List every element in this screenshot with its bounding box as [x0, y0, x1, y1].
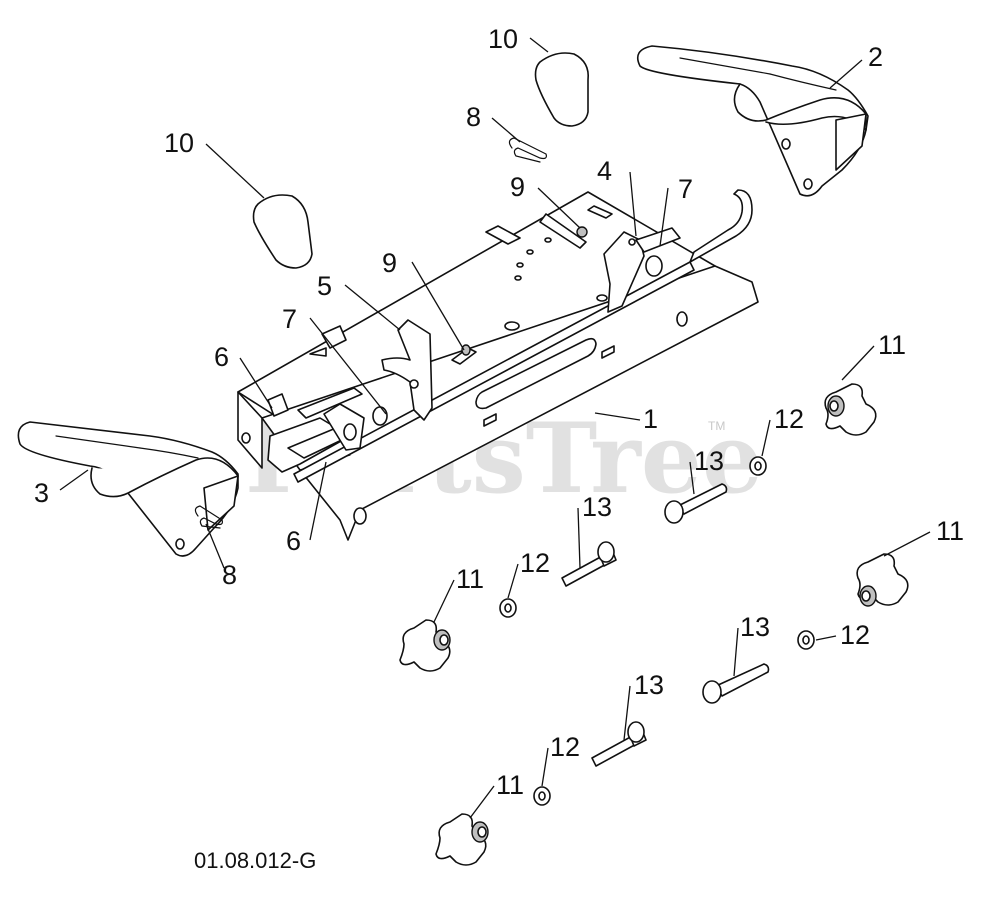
grip-knob-left — [252, 194, 313, 269]
left-handle — [17, 421, 239, 557]
callout-13-a: 13 — [694, 446, 724, 476]
callout-11-b: 11 — [936, 516, 964, 546]
control-rod — [293, 189, 753, 483]
callout-12-b: 12 — [520, 548, 550, 578]
callout-9-left: 9 — [382, 248, 397, 278]
main-frame — [237, 191, 759, 541]
star-knob-4 — [435, 813, 489, 866]
callout-12-d: 12 — [550, 732, 580, 762]
star-knob-2 — [856, 553, 909, 607]
callout-6-bottom: 6 — [286, 526, 301, 556]
callout-11-a: 11 — [878, 330, 906, 360]
callout-8-top: 8 — [466, 102, 481, 132]
callout-7-right: 7 — [678, 174, 693, 204]
callout-13-b: 13 — [582, 492, 612, 522]
grip-knob-upper — [534, 52, 590, 127]
carriage-bolt-4 — [591, 721, 647, 767]
callout-2: 2 — [868, 42, 883, 72]
diagram-id: 01.08.012-G — [194, 848, 316, 873]
hairpin-clip-left — [194, 505, 223, 529]
callout-6-top: 6 — [214, 342, 229, 372]
callout-12-c: 12 — [840, 620, 870, 650]
callout-8-left: 8 — [222, 560, 237, 590]
callout-11-d: 11 — [496, 770, 524, 800]
leader-lines — [59, 37, 931, 819]
callout-10-left: 10 — [164, 128, 194, 158]
washer-4 — [533, 786, 551, 806]
carriage-bolt-3 — [702, 663, 770, 704]
callout-13-c: 13 — [740, 612, 770, 642]
washer-1 — [749, 456, 767, 476]
callout-3: 3 — [34, 478, 49, 508]
star-knob-1 — [824, 383, 877, 436]
star-knob-3 — [399, 619, 451, 672]
washer-3 — [797, 630, 815, 650]
callout-5: 5 — [317, 271, 332, 301]
callout-7-left: 7 — [282, 304, 297, 334]
left-clip-assembly — [267, 393, 365, 473]
watermark-trademark: TM — [708, 419, 725, 433]
right-lever-bracket — [539, 213, 681, 313]
callout-12-a: 12 — [774, 404, 804, 434]
hairpin-clip-top — [508, 137, 547, 163]
callout-9-right: 9 — [510, 172, 525, 202]
carriage-bolt-1 — [664, 483, 728, 524]
left-lever-bracket — [381, 319, 477, 421]
callout-10-top: 10 — [488, 24, 518, 54]
callout-4: 4 — [597, 156, 612, 186]
carriage-bolt-2 — [561, 541, 617, 587]
right-handle — [636, 45, 869, 197]
washer-2 — [499, 598, 517, 618]
callout-11-c: 11 — [456, 564, 484, 594]
callout-1: 1 — [643, 404, 658, 434]
callout-13-d: 13 — [634, 670, 664, 700]
